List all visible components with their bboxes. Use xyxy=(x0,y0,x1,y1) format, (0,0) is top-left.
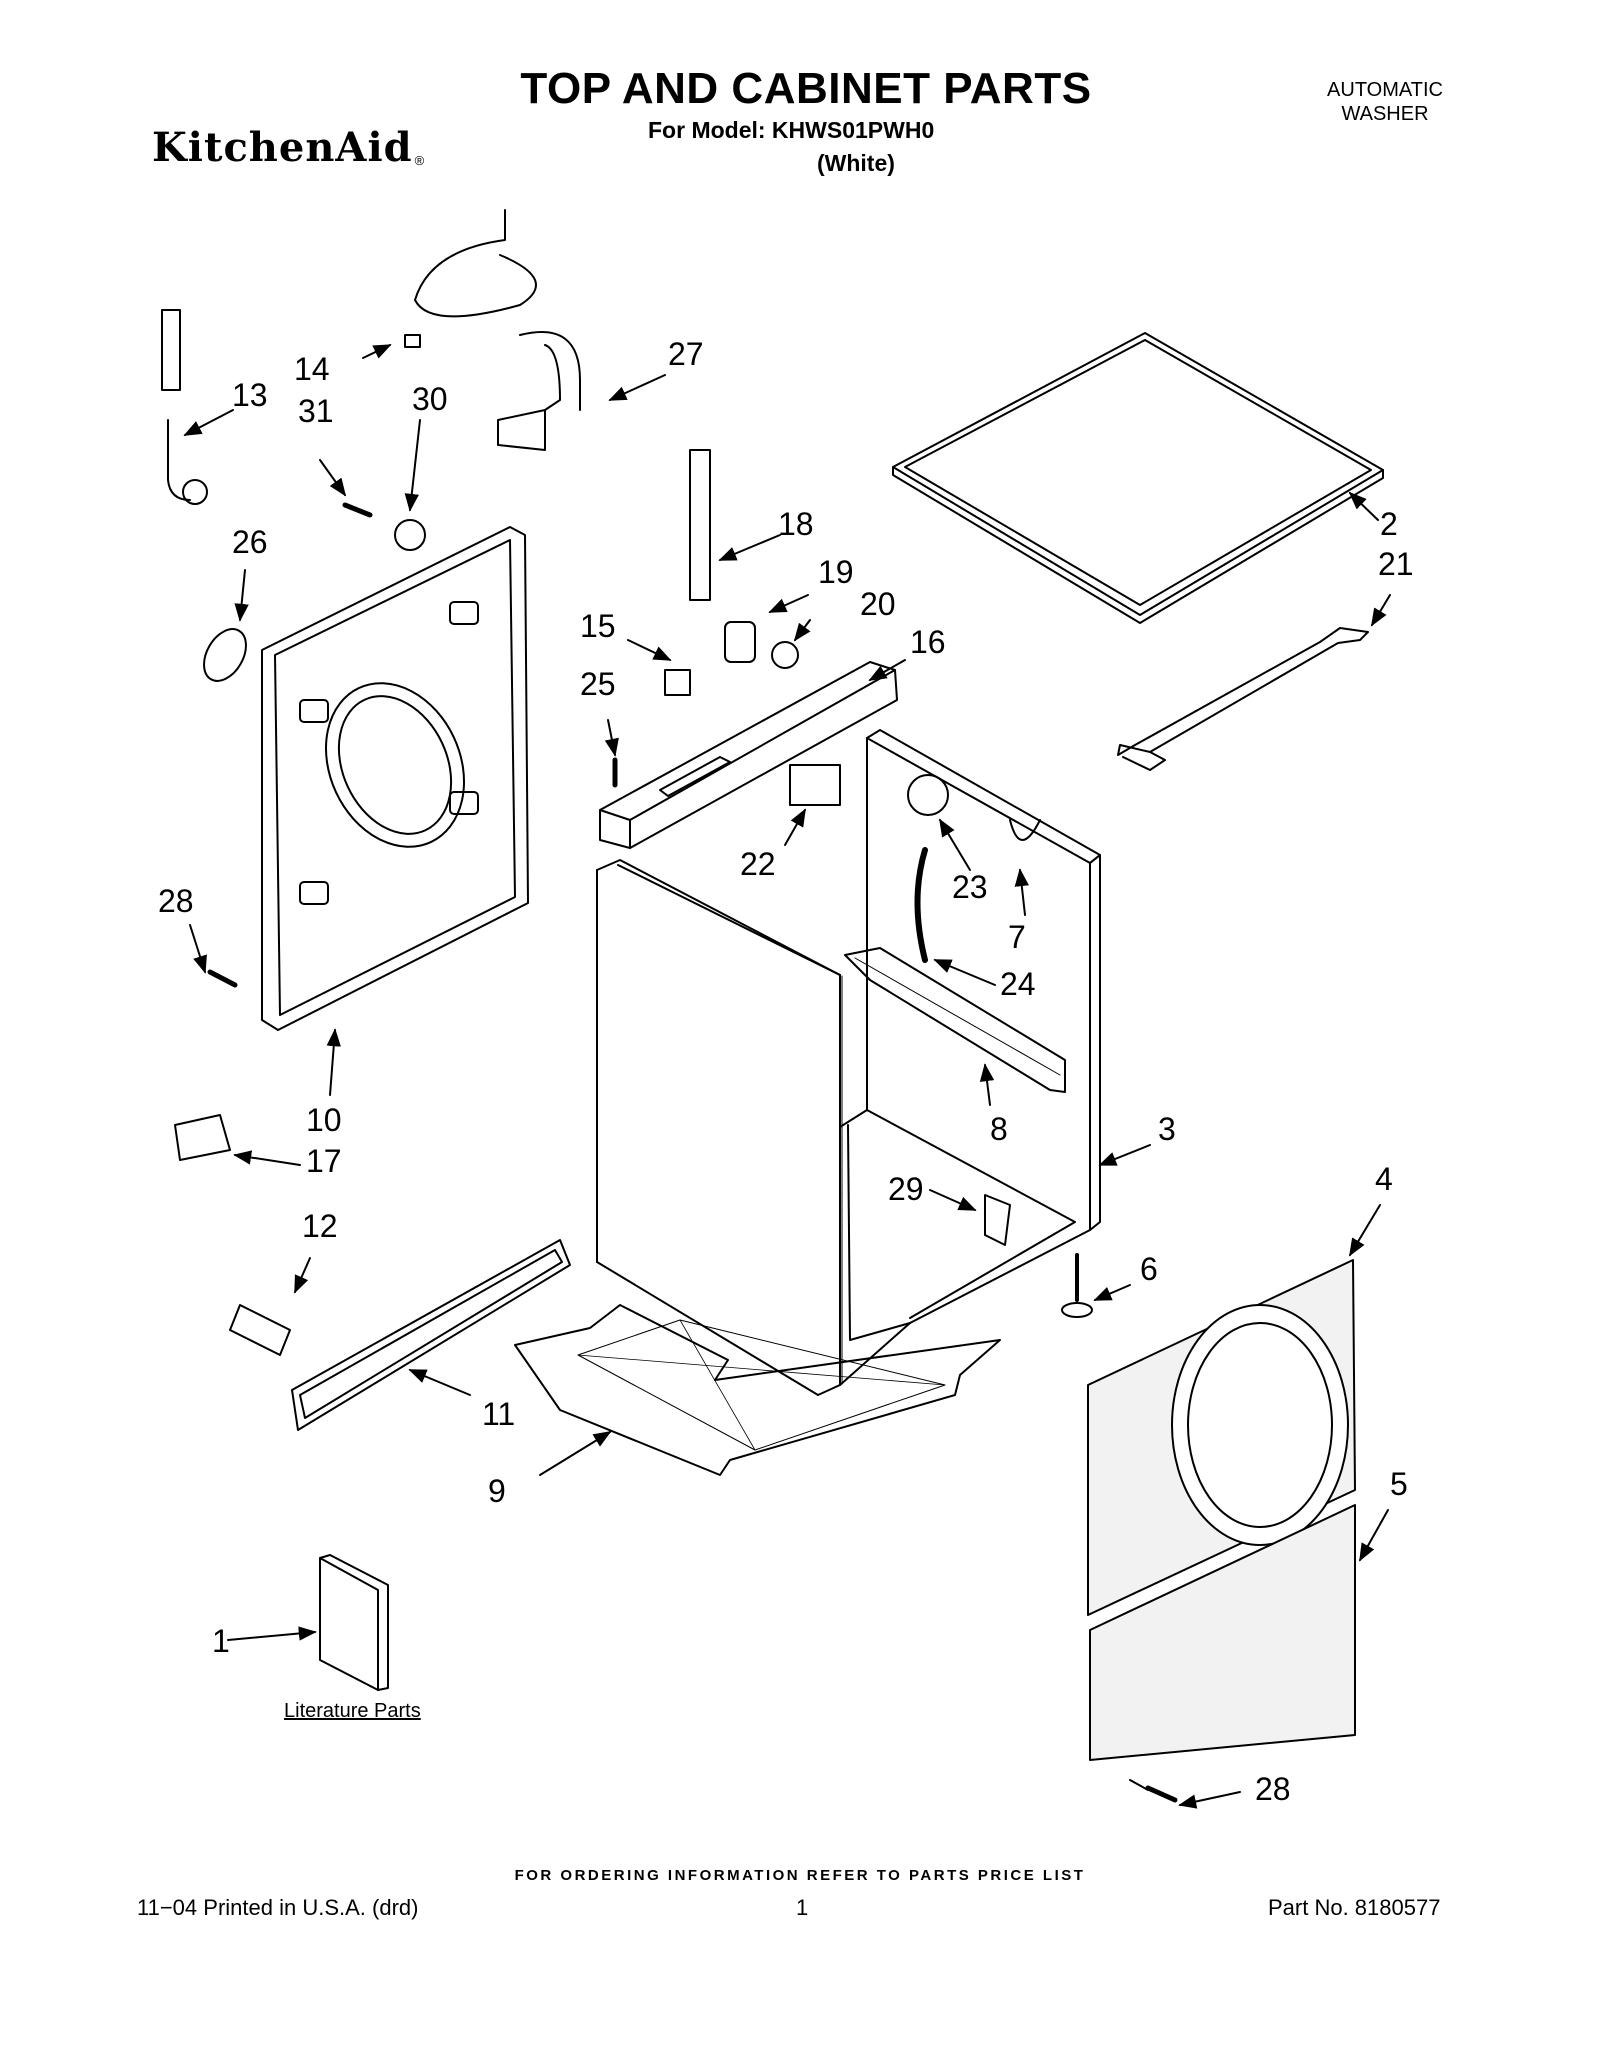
screw-28b xyxy=(1145,1785,1178,1803)
callout-23: 23 xyxy=(952,869,988,905)
pressure-switch xyxy=(907,774,949,816)
toe-panel xyxy=(1089,1504,1356,1761)
callout-29: 29 xyxy=(888,1171,924,1207)
fill-hose xyxy=(161,309,208,505)
screw-31 xyxy=(342,502,373,518)
cord-clip xyxy=(394,519,426,551)
pressure-hose xyxy=(914,847,928,963)
power-cord xyxy=(404,209,537,348)
callout-30: 30 xyxy=(412,381,448,417)
callout-28: 28 xyxy=(158,883,194,919)
callout-6: 6 xyxy=(1140,1251,1158,1287)
callout-21: 21 xyxy=(1378,546,1414,582)
color-line: (White) xyxy=(817,150,895,176)
top-panel xyxy=(892,332,1384,624)
print-info: 11−04 Printed in U.S.A. (drd) xyxy=(137,1895,419,1920)
base-plate xyxy=(514,1304,1001,1476)
callout-12: 12 xyxy=(302,1208,338,1244)
callout-31: 31 xyxy=(298,393,334,429)
callout-15: 15 xyxy=(580,608,616,644)
product-type: AUTOMATIC WASHER xyxy=(1300,78,1470,126)
shipping-bracket xyxy=(984,1194,1011,1246)
water-valve xyxy=(789,764,841,806)
elbow-and-clamp xyxy=(724,621,799,669)
drain-hose xyxy=(689,449,711,601)
callout-7: 7 xyxy=(1008,919,1026,955)
part-number: Part No. 8180577 xyxy=(1268,1895,1441,1920)
product-type-line2: WASHER xyxy=(1341,103,1429,125)
callout-3: 3 xyxy=(1158,1111,1176,1147)
callout-4: 4 xyxy=(1375,1161,1393,1197)
screw-28 xyxy=(207,969,238,988)
cabinet xyxy=(596,729,1101,1396)
model-line: For Model: KHWS01PWH0 xyxy=(648,117,935,143)
callout-25: 25 xyxy=(580,666,616,702)
callout-28b: 28 xyxy=(1255,1771,1291,1807)
callout-20: 20 xyxy=(860,586,896,622)
grommet xyxy=(203,628,247,682)
callout-9: 9 xyxy=(488,1473,506,1509)
front-strap xyxy=(1117,627,1369,771)
callout-17: 17 xyxy=(306,1143,342,1179)
callout-18: 18 xyxy=(778,506,814,542)
product-type-line1: AUTOMATIC xyxy=(1327,79,1443,101)
callout-16: 16 xyxy=(910,624,946,660)
front-panel xyxy=(1087,1259,1356,1616)
page-title: TOP AND CABINET PARTS xyxy=(520,64,1092,113)
literature-parts-label: Literature Parts xyxy=(284,1700,421,1722)
callout-14: 14 xyxy=(294,351,330,387)
callout-24: 24 xyxy=(1000,966,1036,1002)
snubber xyxy=(229,1304,291,1356)
hose-bracket xyxy=(497,331,581,451)
callout-8: 8 xyxy=(990,1111,1008,1147)
leader-lines xyxy=(183,344,1391,1809)
callout-numbers: 1 2 3 4 5 6 7 8 9 10 11 12 13 14 15 16 1… xyxy=(158,336,1414,1807)
callout-2: 2 xyxy=(1380,506,1398,542)
rear-panel xyxy=(261,526,529,1031)
page-number: 1 xyxy=(796,1895,809,1920)
callout-27: 27 xyxy=(668,336,704,372)
callout-13: 13 xyxy=(232,377,268,413)
literature-booklet xyxy=(319,1554,389,1691)
kick-plate xyxy=(291,1239,571,1431)
callout-19: 19 xyxy=(818,554,854,590)
hose-clip xyxy=(1009,819,1041,841)
brand-logo: KitchenAid® xyxy=(152,124,425,171)
leveling-leg-front xyxy=(1061,1253,1093,1318)
callout-1: 1 xyxy=(212,1623,230,1659)
door-switch-clip xyxy=(174,1114,231,1161)
rear-brace xyxy=(844,947,1066,1093)
callout-10: 10 xyxy=(306,1102,342,1138)
registered-mark: ® xyxy=(414,153,426,168)
top-rail xyxy=(599,661,898,849)
brand-name: KitchenAid xyxy=(152,124,413,171)
callout-11: 11 xyxy=(482,1396,515,1432)
lid-switch xyxy=(664,669,691,696)
callout-26: 26 xyxy=(232,524,268,560)
ordering-note: FOR ORDERING INFORMATION REFER TO PARTS … xyxy=(514,1867,1086,1884)
callout-5: 5 xyxy=(1390,1466,1408,1502)
callout-22: 22 xyxy=(740,846,776,882)
